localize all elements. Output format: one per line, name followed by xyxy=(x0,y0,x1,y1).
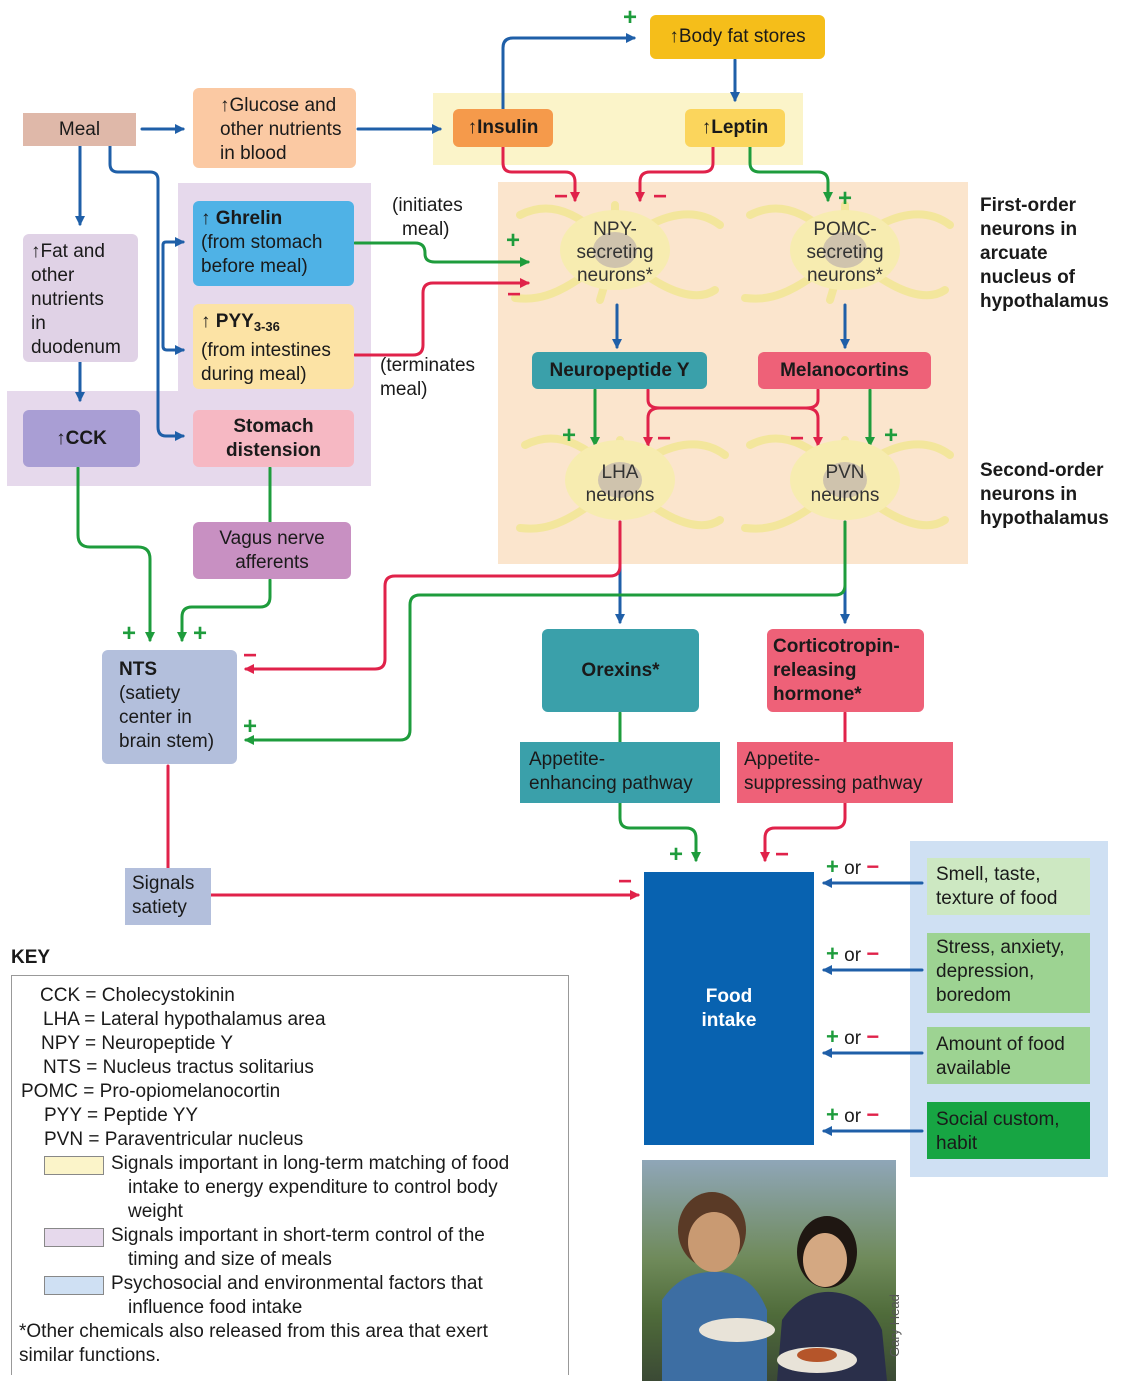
npy-neurons-label: NPY- secreting neurons* xyxy=(576,219,654,286)
stomach-line: Stomach xyxy=(233,415,314,437)
melanocortins-box: Melanocortins xyxy=(758,352,931,389)
plus-sign: + xyxy=(122,620,137,647)
plus-or-minus-label: + or − xyxy=(826,1024,880,1050)
fat-duodenum-box: ↑Fat and other nutrients in duodenum xyxy=(23,234,138,362)
legend-swatch-short-term xyxy=(44,1228,104,1247)
terminates-meal-note: (terminates meal) xyxy=(380,355,476,400)
plus-sign: + xyxy=(838,185,853,212)
lha-neurons-label: LHA neurons xyxy=(585,462,655,506)
food-intake-box: Food intake xyxy=(644,872,814,1145)
fat-duodenum-line: other xyxy=(31,265,75,286)
pyy-line: (from intestines xyxy=(201,340,331,361)
appetite-suppressing-box: Appetite- suppressing pathway xyxy=(737,742,953,803)
plus-sign: + xyxy=(193,620,208,647)
lha-neuron-cell xyxy=(516,434,729,533)
minus-sign: − xyxy=(775,841,790,868)
minus-sign: − xyxy=(618,868,633,895)
ghrelin-line: before meal) xyxy=(201,256,308,277)
plus-or-minus-label: + or − xyxy=(826,1102,880,1128)
ghrelin-line: (from stomach xyxy=(201,232,323,253)
plus-sign: + xyxy=(243,713,258,740)
appetite-enhancing-box: Appetite- enhancing pathway xyxy=(520,742,720,803)
minus-sign: − xyxy=(554,183,569,210)
glucose-line: other nutrients xyxy=(220,119,342,140)
body-fat-stores-box: ↑Body fat stores xyxy=(650,15,825,59)
neuropeptide-y-box: Neuropeptide Y xyxy=(532,352,707,389)
pomc-neurons-label: POMC- secreting neurons* xyxy=(806,219,884,286)
fat-duodenum-line: duodenum xyxy=(31,337,121,358)
fat-duodenum-line: ↑Fat and xyxy=(31,241,105,262)
pyy-title: ↑ PYY3-36 xyxy=(201,311,280,334)
plus-sign: + xyxy=(623,4,638,31)
plus-sign: + xyxy=(506,227,521,254)
nts-title: NTS xyxy=(119,659,157,680)
key-abbreviation: POMC = Pro-opiomelanocortin xyxy=(21,1081,281,1102)
legend-text: Signals important in long-term matching … xyxy=(111,1153,510,1222)
minus-sign: − xyxy=(653,183,668,210)
photo-students-eating xyxy=(642,1160,896,1381)
key-abbreviation: NTS = Nucleus tractus solitarius xyxy=(43,1057,314,1078)
fat-duodenum-line: nutrients xyxy=(31,289,104,310)
orexins-box: Orexins* xyxy=(542,629,699,712)
insulin-box: ↑Insulin xyxy=(453,109,553,147)
npy-neuron-cell xyxy=(511,201,724,304)
leptin-box: ↑Leptin xyxy=(685,109,785,147)
minus-sign: − xyxy=(657,425,672,452)
legend-text: Signals important in short-term control … xyxy=(111,1225,485,1270)
minus-sign: − xyxy=(507,281,522,308)
photo-credit: Gary Head xyxy=(887,1294,902,1357)
stomach-distension-box: Stomach distension xyxy=(193,410,354,467)
vagus-nerve-box: Vagus nerve afferents xyxy=(193,522,351,579)
legend-swatch-psychosocial xyxy=(44,1276,104,1295)
signals-satiety-box: Signals satiety xyxy=(125,868,211,925)
meal-box: Meal xyxy=(23,113,136,146)
key-abbreviation: PVN = Paraventricular nucleus xyxy=(44,1129,304,1150)
pvn-neuron-cell xyxy=(741,434,954,533)
key-panel xyxy=(11,975,569,1375)
glucose-line: ↑Glucose and xyxy=(220,95,337,116)
plus-sign: + xyxy=(562,422,577,449)
factor-smell-taste-box: Smell, taste, texture of food xyxy=(927,858,1090,915)
pyy-line: during meal) xyxy=(201,364,307,385)
plus-sign: + xyxy=(669,841,684,868)
ghrelin-title: ↑ Ghrelin xyxy=(201,208,283,229)
key-abbreviation: LHA = Lateral hypothalamus area xyxy=(43,1009,326,1030)
plus-or-minus-label: + or − xyxy=(826,941,880,967)
factor-amount-food-box: Amount of food available xyxy=(927,1027,1090,1084)
fat-duodenum-line: in xyxy=(31,313,46,334)
legend-text: Psychosocial and environmental factors t… xyxy=(111,1273,483,1318)
footnote: *Other chemicals also released from this… xyxy=(19,1321,488,1366)
stomach-line: distension xyxy=(225,439,321,461)
photo-illustration xyxy=(662,1192,887,1381)
glucose-line: in blood xyxy=(220,143,287,164)
factor-stress-box: Stress, anxiety, depression, boredom xyxy=(927,933,1090,1013)
minus-sign: − xyxy=(790,425,805,452)
key-abbreviation: NPY = Neuropeptide Y xyxy=(41,1033,234,1054)
first-order-neurons-label: First-order neurons in arcuate nucleus o… xyxy=(980,195,1109,312)
minus-sign: − xyxy=(243,642,258,669)
glucose-box: ↑Glucose and other nutrients in blood xyxy=(193,88,356,168)
pyy-box: ↑ PYY3-36 (from intestines during meal) xyxy=(193,304,354,389)
key-abbreviation: PYY = Peptide YY xyxy=(44,1105,199,1126)
plus-sign: + xyxy=(884,422,899,449)
ghrelin-box: ↑ Ghrelin (from stomach before meal) xyxy=(193,201,354,286)
second-order-neurons-label: Second-order neurons in hypothalamus xyxy=(980,460,1109,529)
cck-box: ↑CCK xyxy=(23,410,140,467)
plus-or-minus-label: + or − xyxy=(826,854,880,880)
pvn-neurons-label: PVN neurons xyxy=(810,462,880,506)
initiates-meal-note: (initiates meal) xyxy=(392,195,463,240)
factor-social-custom-box: Social custom, habit xyxy=(927,1102,1090,1159)
pomc-neuron-cell xyxy=(741,201,954,304)
nts-box: NTS (satiety center in brain stem) xyxy=(102,650,237,764)
key-title: KEY xyxy=(11,947,51,968)
crh-box: Corticotropin- releasing hormone* xyxy=(767,629,924,712)
legend-swatch-long-term xyxy=(44,1156,104,1175)
key-abbreviation: CCK = Cholecystokinin xyxy=(40,985,235,1006)
